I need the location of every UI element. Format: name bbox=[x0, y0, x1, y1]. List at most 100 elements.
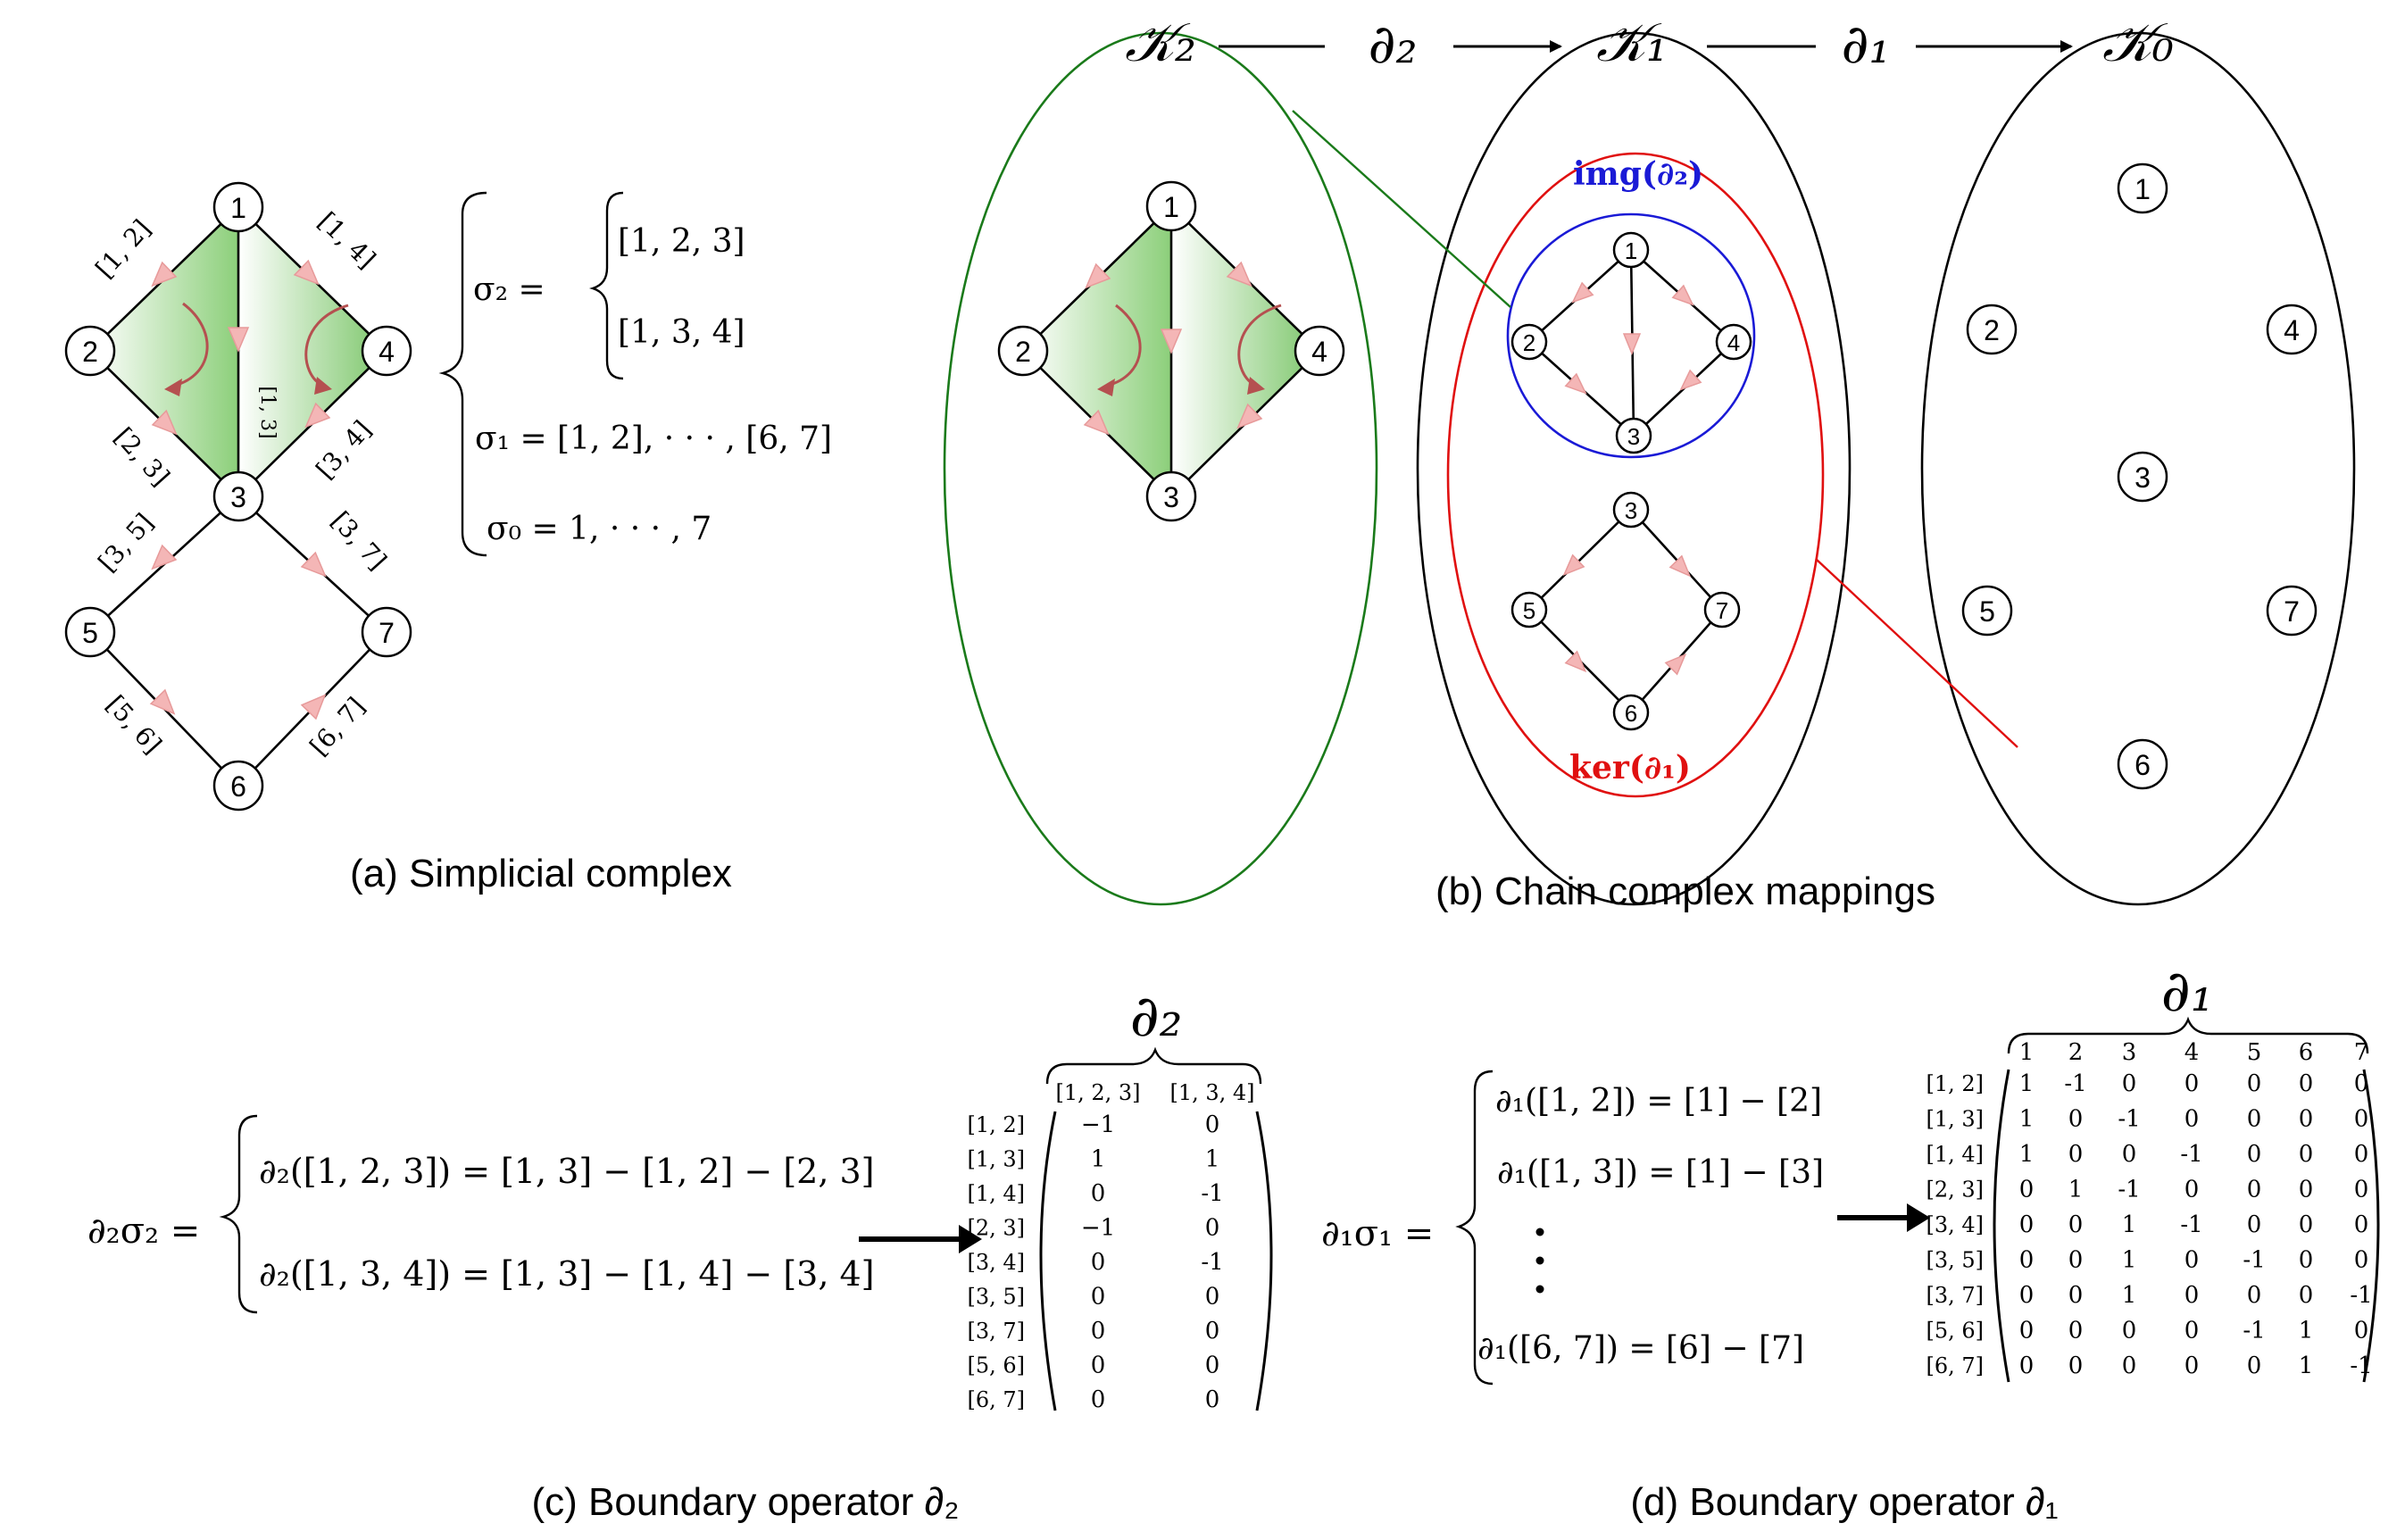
node-label: 3 bbox=[2135, 462, 2151, 494]
d1-col-header: 2 bbox=[2068, 1039, 2084, 1066]
sigma0-def: σ₀ = 1, · · · , 7 bbox=[487, 511, 712, 547]
d2-cell: 0 bbox=[1091, 1353, 1106, 1379]
d1-cell: -1 bbox=[2118, 1106, 2140, 1133]
d1-cell: 0 bbox=[2184, 1247, 2200, 1274]
k2-node-4: 4 bbox=[1294, 325, 1345, 377]
d2-cell: 0 bbox=[1091, 1249, 1106, 1276]
d2-row-header: [6, 7] bbox=[967, 1387, 1025, 1412]
k2-to-img-line bbox=[1292, 110, 1511, 308]
node-label: 3 bbox=[1625, 497, 1637, 524]
d1-col-header: 7 bbox=[2354, 1039, 2369, 1066]
label-k0: 𝒦₀ bbox=[2102, 12, 2174, 74]
d1-cell: 0 bbox=[2354, 1106, 2369, 1133]
d1-row-header: [5, 6] bbox=[1926, 1319, 1984, 1344]
d1-equation: ∂₁([6, 7]) = [6] − [7] bbox=[1477, 1330, 1804, 1367]
ker-ellipse bbox=[1446, 152, 1825, 798]
k0-vertices: 1 2 3 4 5 6 7 bbox=[1961, 162, 2318, 790]
d1-cell: 0 bbox=[2299, 1141, 2314, 1168]
d2-cell: −1 bbox=[1081, 1215, 1115, 1242]
triangle-1-3-4 bbox=[238, 207, 387, 496]
node-3: 3 bbox=[212, 470, 264, 522]
k0-ellipse bbox=[1920, 31, 2356, 906]
d2-col-header: [1, 2, 3] bbox=[1055, 1080, 1140, 1105]
img-ellipse bbox=[1506, 212, 1756, 459]
chain-sequence: 𝒦₂ ∂₂ 𝒦₁ ∂₁ 𝒦₀ bbox=[1125, 12, 2174, 76]
d1-cell: 1 bbox=[2122, 1211, 2137, 1238]
node-4: 4 bbox=[361, 325, 412, 377]
node-label: 4 bbox=[1311, 336, 1327, 368]
d1-cell: 0 bbox=[2354, 1177, 2369, 1203]
d2-arrow-head bbox=[959, 1225, 982, 1253]
d2-row-header: [5, 6] bbox=[967, 1353, 1025, 1378]
node-label: 5 bbox=[1523, 597, 1535, 624]
d1-cell: 0 bbox=[2184, 1070, 2200, 1097]
panel-chain-complex: 𝒦₂ ∂₂ 𝒦₁ ∂₁ 𝒦₀ img(∂₂) ker(∂₁) bbox=[943, 12, 2356, 913]
d2-cell: 0 bbox=[1205, 1318, 1220, 1344]
caption-c: (c) Boundary operator ∂₂ bbox=[531, 1480, 959, 1524]
img-node-1: 1 bbox=[1612, 231, 1650, 269]
node-label: 6 bbox=[1625, 700, 1637, 727]
img-node-4: 4 bbox=[1715, 323, 1752, 361]
edge-label: [3, 5] bbox=[92, 508, 159, 578]
node-label: 2 bbox=[1523, 329, 1535, 356]
d1-equation: ∂₁([1, 2]) = [1] − [2] bbox=[1495, 1083, 1822, 1120]
node-label: 1 bbox=[2135, 173, 2151, 205]
vertical-ellipsis bbox=[1535, 1228, 1544, 1294]
d1-cell: 1 bbox=[2122, 1282, 2137, 1309]
ker-label: ker(∂₁) bbox=[1569, 749, 1691, 787]
d2-brace bbox=[219, 1114, 258, 1314]
node-label: 3 bbox=[1163, 481, 1179, 513]
d1-cell: 0 bbox=[2019, 1282, 2035, 1309]
k0-node-4: 4 bbox=[2266, 304, 2318, 355]
d1-cell: 0 bbox=[2184, 1282, 2200, 1309]
d1-cell: 0 bbox=[2068, 1353, 2084, 1379]
d1-col-header: 5 bbox=[2247, 1039, 2262, 1066]
d2-row-header: [2, 3] bbox=[967, 1216, 1025, 1241]
label-k2: 𝒦₂ bbox=[1125, 12, 1196, 74]
edge-label: [3, 4] bbox=[310, 415, 377, 485]
d1-cell: 0 bbox=[2247, 1141, 2262, 1168]
d1-cell: 0 bbox=[2019, 1177, 2035, 1203]
label-k1: 𝒦₁ bbox=[1596, 12, 1668, 74]
panel-boundary-d1: ∂₁σ₁ = ∂₁([1, 2]) = [1] − [2] ∂₁([1, 3])… bbox=[1321, 959, 2380, 1524]
d2-equation: ∂₂([1, 3, 4]) = [1, 3] − [1, 4] − [3, 4] bbox=[259, 1254, 875, 1294]
node-label: 1 bbox=[230, 192, 246, 224]
ker-cycle: 3 5 7 6 bbox=[1510, 491, 1741, 731]
d2-cell: 0 bbox=[1205, 1353, 1220, 1379]
k0-node-2: 2 bbox=[1966, 304, 2018, 355]
edge-label: [3, 7] bbox=[326, 506, 393, 576]
d1-cell: 0 bbox=[2122, 1353, 2137, 1379]
d2-column-brace bbox=[1045, 1046, 1262, 1085]
d1-col-header: 6 bbox=[2299, 1039, 2314, 1066]
d1-cell: -1 bbox=[2243, 1247, 2265, 1274]
d1-row-headers: [1, 2][1, 3][1, 4][2, 3][3, 4][3, 5][3, … bbox=[1926, 1071, 1984, 1378]
d1-cell: 0 bbox=[2068, 1247, 2084, 1274]
img-label: img(∂₂) bbox=[1573, 155, 1703, 193]
img-node-3: 3 bbox=[1615, 417, 1652, 454]
d1-cell: 0 bbox=[2068, 1106, 2084, 1133]
d2-cell: 0 bbox=[1205, 1284, 1220, 1311]
d1-cell: 1 bbox=[2019, 1070, 2035, 1097]
k0-node-3: 3 bbox=[2117, 451, 2168, 503]
node-label: 5 bbox=[82, 617, 98, 649]
d1-left-paren bbox=[1993, 1069, 2010, 1383]
ker-to-k0-line bbox=[1815, 558, 2018, 748]
d2-row-headers: [1, 2][1, 3][1, 4][2, 3][3, 4][3, 5][3, … bbox=[967, 1112, 1025, 1412]
d1-row-header: [6, 7] bbox=[1926, 1353, 1984, 1378]
node-label: 7 bbox=[1716, 597, 1728, 624]
d1-cell: 0 bbox=[2299, 1106, 2314, 1133]
node-label: 4 bbox=[1727, 329, 1740, 356]
edge-label: [1, 4] bbox=[312, 206, 381, 274]
d1-cell: 0 bbox=[2354, 1141, 2369, 1168]
d2-cell: -1 bbox=[1201, 1249, 1223, 1276]
d1-cell: 1 bbox=[2068, 1177, 2084, 1203]
d1-cell: 0 bbox=[2247, 1070, 2262, 1097]
d1-cell: -1 bbox=[2243, 1318, 2265, 1344]
d1-cell: 1 bbox=[2299, 1318, 2314, 1344]
node-label: 7 bbox=[379, 617, 395, 649]
d1-row-header: [3, 4] bbox=[1926, 1212, 1984, 1237]
d1-row-header: [2, 3] bbox=[1926, 1178, 1984, 1203]
node-label: 1 bbox=[1625, 237, 1637, 264]
d1-col-header: 3 bbox=[2122, 1039, 2137, 1066]
